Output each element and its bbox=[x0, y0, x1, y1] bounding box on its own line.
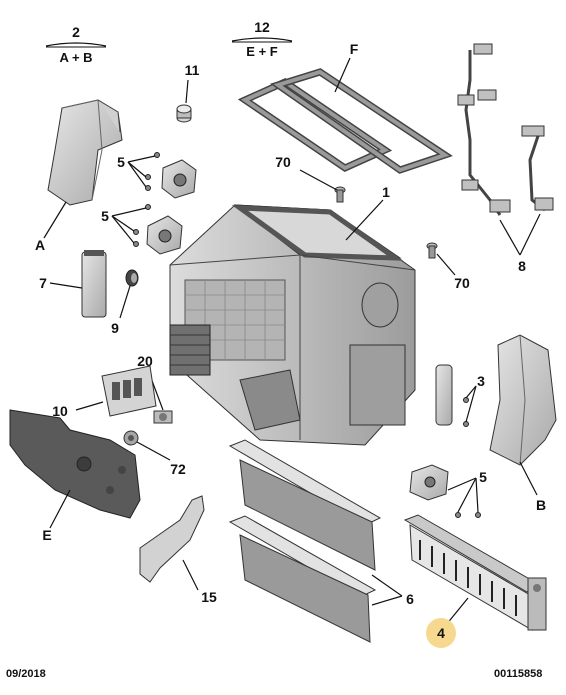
label-11: 11 bbox=[185, 62, 200, 78]
label-6: 6 bbox=[406, 591, 414, 607]
leader-9 bbox=[119, 285, 131, 319]
label-10: 10 bbox=[52, 403, 68, 419]
leader-3 bbox=[465, 385, 477, 423]
label-70-upper: 70 bbox=[275, 154, 291, 170]
part-5-actuator-right bbox=[409, 464, 481, 518]
part-70-screw-right bbox=[426, 242, 438, 259]
label-1: 1 bbox=[382, 184, 390, 200]
leader-5-lower bbox=[111, 207, 147, 244]
part-11-bushing bbox=[176, 104, 192, 123]
leader-70-right bbox=[436, 253, 456, 276]
group-ef-number: 12 bbox=[254, 19, 270, 35]
label-20: 20 bbox=[137, 353, 153, 369]
leader-5-upper bbox=[127, 155, 156, 188]
leader-15 bbox=[182, 559, 199, 591]
leader-11 bbox=[185, 79, 189, 104]
part-5-actuator-upper bbox=[145, 152, 197, 199]
part-a-duct bbox=[47, 99, 123, 206]
leader-a bbox=[43, 201, 67, 239]
label-5-upper: 5 bbox=[117, 154, 125, 170]
label-7: 7 bbox=[39, 275, 47, 291]
label-15: 15 bbox=[201, 589, 217, 605]
leader-70-upper bbox=[299, 169, 338, 191]
leader-1 bbox=[345, 199, 384, 241]
leader-10 bbox=[75, 401, 104, 411]
part-7-holder bbox=[81, 250, 107, 318]
group-ab-text: A + B bbox=[59, 50, 92, 65]
part-e-cover bbox=[9, 409, 141, 519]
part-9-grommet bbox=[125, 269, 139, 287]
label-a: A bbox=[35, 237, 45, 253]
part-5-actuator-lower bbox=[133, 204, 183, 255]
part-b-duct bbox=[489, 334, 557, 466]
leader-e bbox=[49, 489, 71, 529]
part-15-bracket bbox=[139, 495, 205, 583]
label-f: F bbox=[350, 41, 359, 57]
group-header-ab: 2 A + B bbox=[45, 24, 107, 65]
part-70-screw-upper bbox=[334, 186, 346, 203]
part-f-gaskets bbox=[237, 68, 453, 174]
part-72-nut bbox=[123, 430, 139, 446]
label-e: E bbox=[42, 527, 51, 543]
label-5-right: 5 bbox=[479, 469, 487, 485]
part-20-shaft bbox=[153, 410, 173, 424]
label-8: 8 bbox=[518, 258, 526, 274]
label-3: 3 bbox=[477, 373, 485, 389]
label-b: B bbox=[536, 497, 546, 513]
leader-6 bbox=[371, 574, 403, 606]
leader-f bbox=[334, 57, 351, 93]
footer-reference: 00115858 bbox=[494, 668, 543, 680]
leader-b bbox=[519, 461, 538, 496]
part-4-heater-core bbox=[403, 514, 547, 631]
leader-72 bbox=[136, 441, 171, 461]
group-ef-text: E + F bbox=[246, 44, 277, 59]
part-8-wiring-harness bbox=[457, 43, 554, 216]
leader-8 bbox=[499, 213, 541, 256]
part-6-filter-lower bbox=[228, 515, 377, 643]
footer-date: 09/2018 bbox=[6, 668, 46, 680]
label-70-right: 70 bbox=[454, 275, 470, 291]
label-5-lower: 5 bbox=[101, 208, 109, 224]
leader-4 bbox=[445, 597, 469, 626]
part-1-heater-housing bbox=[169, 204, 416, 446]
part-6-filter-upper bbox=[228, 439, 382, 571]
group-header-ef: 12 E + F bbox=[231, 19, 293, 59]
group-ab-number: 2 bbox=[72, 24, 80, 40]
part-10-switch-panel bbox=[101, 365, 157, 417]
label-4-highlight bbox=[426, 618, 456, 648]
leader-7 bbox=[49, 282, 83, 289]
leader-5-right bbox=[447, 477, 479, 513]
label-4: 4 bbox=[437, 625, 445, 641]
part-3-bracket bbox=[435, 364, 469, 427]
label-9: 9 bbox=[111, 320, 119, 336]
label-72: 72 bbox=[170, 461, 186, 477]
